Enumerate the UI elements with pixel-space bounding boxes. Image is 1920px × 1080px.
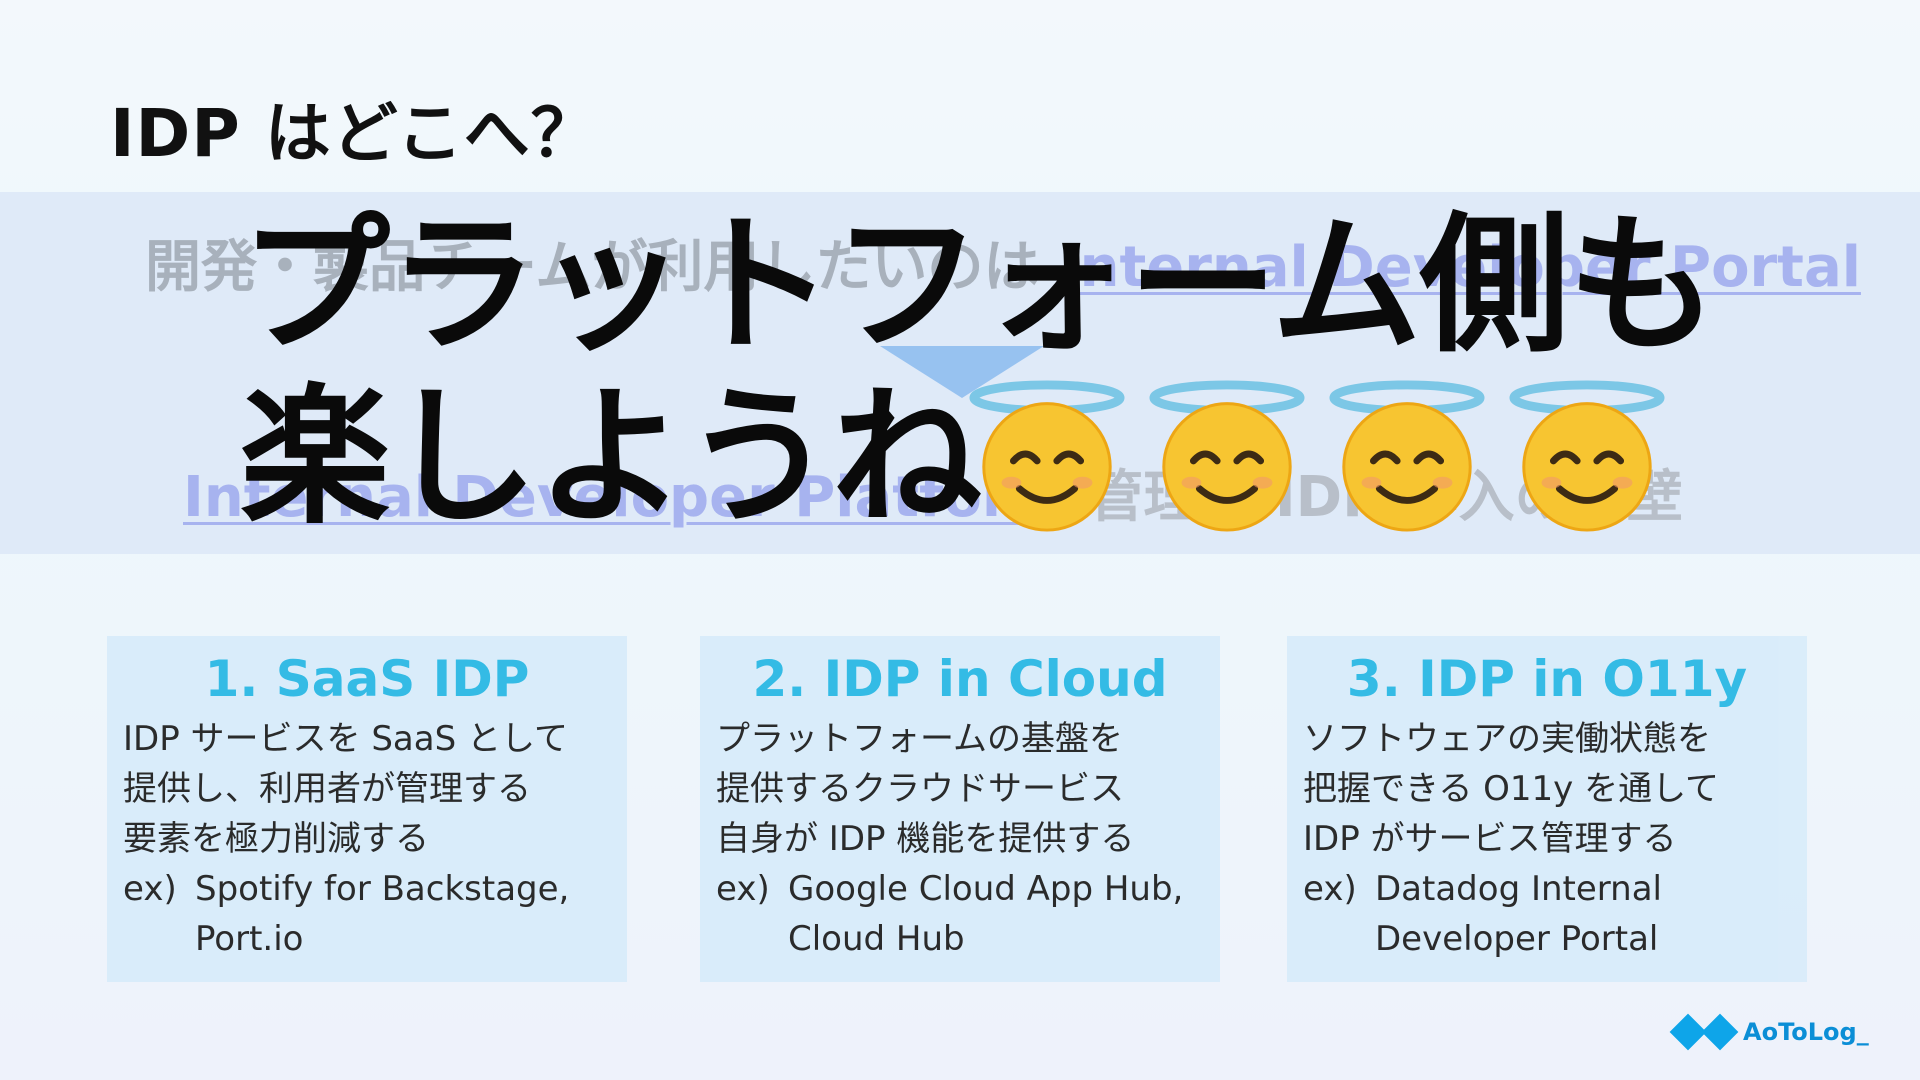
emoji-row [968, 376, 1666, 534]
example-text: Datadog Internal Developer Portal [1375, 869, 1662, 959]
logo-text: AoToLog_ [1743, 1018, 1869, 1046]
slide-title: IDP はどこへ？ [110, 95, 598, 172]
card-title: 3. IDP in O11y [1346, 650, 1748, 708]
background-text-part: 開発・製品チームが利用したいのは [145, 235, 1059, 300]
card-idp-in-cloud: 2. IDP in Cloud プラットフォームの基盤を 提供するクラウドサービ… [700, 636, 1220, 982]
example-label: ex) [1303, 869, 1357, 909]
headline-line-1: プラットフォーム側も [240, 199, 1718, 373]
card-description: プラットフォームの基盤を 提供するクラウドサービス 自身が IDP 機能を提供す… [716, 719, 1135, 859]
card-idp-in-o11y: 3. IDP in O11y ソフトウェアの実働状態を 把握できる O11y を… [1287, 636, 1807, 982]
smiling-face-with-halo-icon [1148, 376, 1306, 534]
smiling-face-with-halo-icon [1328, 376, 1486, 534]
card-title: 2. IDP in Cloud [752, 650, 1168, 708]
card-title: 1. SaaS IDP [204, 650, 530, 708]
example-label: ex) [123, 869, 177, 909]
card-example: ex) Spotify for Backstage, Port.io [123, 864, 611, 964]
card-saas-idp: 1. SaaS IDP IDP サービスを SaaS として 提供し、利用者が管… [107, 636, 627, 982]
example-label: ex) [716, 869, 770, 909]
card-example: ex) Datadog Internal Developer Portal [1303, 864, 1791, 964]
card-description: IDP サービスを SaaS として 提供し、利用者が管理する 要素を極力削減す… [123, 719, 568, 859]
smiling-face-with-halo-icon [968, 376, 1126, 534]
background-text-line-1: 開発・製品チームが利用したいのは Internal Developer Port… [145, 222, 1861, 303]
example-text: Spotify for Backstage, Port.io [195, 869, 570, 959]
card-description: ソフトウェアの実働状態を 把握できる O11y を通して IDP がサービス管理… [1303, 719, 1720, 859]
background-text-link: Internal Developer Portal [1058, 235, 1861, 300]
headline: プラットフォーム側も 楽しようね [240, 199, 1718, 545]
smiling-face-with-halo-icon [1508, 376, 1666, 534]
card-example: ex) Google Cloud App Hub, Cloud Hub [716, 864, 1204, 964]
aotolog-logo: AoToLog_ [1669, 1013, 1869, 1051]
background-text-link: Internal Developer Platform [183, 465, 1068, 530]
headline-line-2: 楽しようね [240, 371, 982, 545]
diamond-icon [1701, 1013, 1739, 1051]
example-text: Google Cloud App Hub, Cloud Hub [788, 869, 1184, 959]
